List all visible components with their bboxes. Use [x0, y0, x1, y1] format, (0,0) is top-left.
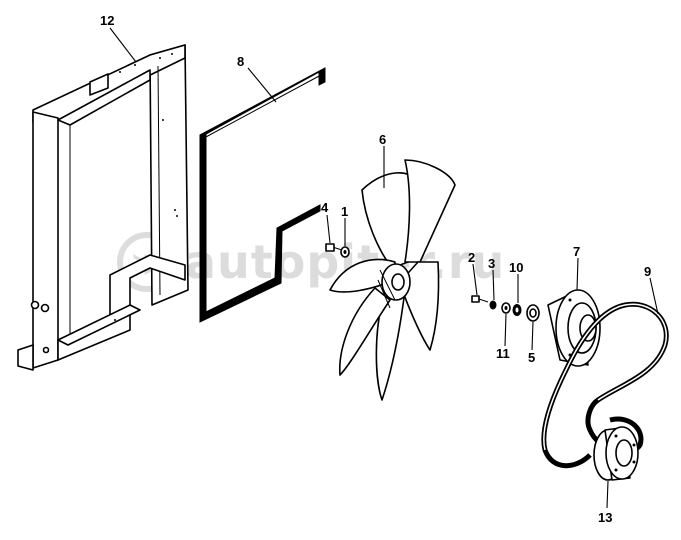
fan-assembly	[329, 159, 456, 401]
callout-3: 3	[488, 256, 495, 271]
callout-12: 12	[100, 13, 114, 28]
screw-2	[471, 295, 489, 303]
hub-ring-5	[526, 304, 540, 322]
callout-7: 7	[573, 244, 580, 259]
drive-belt-9	[541, 301, 669, 469]
callout-4: 4	[321, 200, 329, 215]
callout-10: 10	[509, 260, 523, 275]
washer-3	[489, 300, 497, 310]
callout-labels: 12 8 6 4 1 2 3 10 11 5 7 9 13	[100, 13, 651, 525]
spacer-10	[512, 304, 522, 316]
callout-9: 9	[644, 264, 651, 279]
radiator-frame	[17, 44, 189, 371]
callout-2: 2	[468, 250, 475, 265]
crank-pulley-13	[593, 426, 639, 481]
callout-8: 8	[237, 54, 244, 69]
washer-1	[340, 246, 350, 258]
callout-6: 6	[379, 132, 386, 147]
callout-1: 1	[341, 204, 348, 219]
callout-11: 11	[496, 346, 510, 361]
washer-11	[501, 302, 511, 314]
callout-13: 13	[598, 510, 612, 525]
callout-5: 5	[528, 350, 535, 365]
leader-lines	[109, 27, 659, 509]
seal-gasket	[199, 67, 326, 323]
